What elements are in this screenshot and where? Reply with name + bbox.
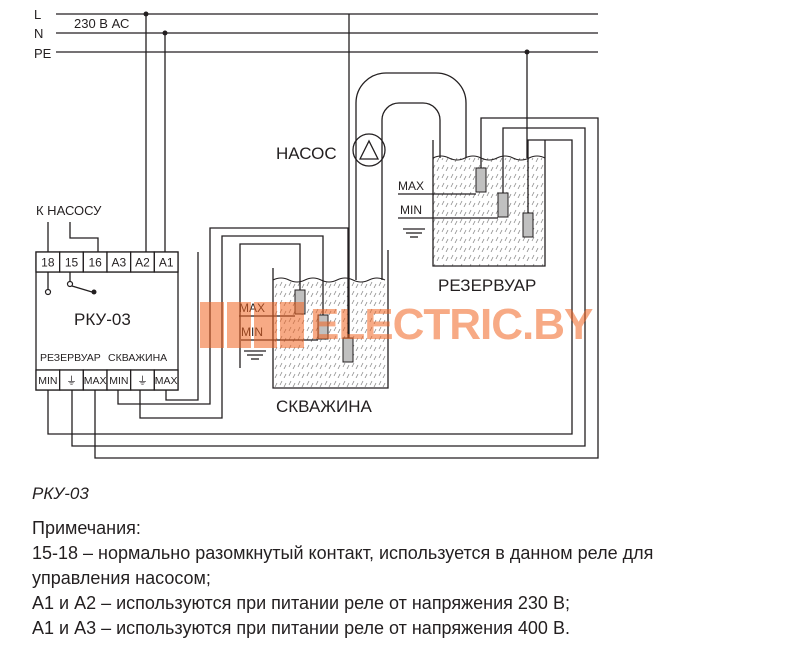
notes-title: Примечания:: [32, 518, 141, 538]
watermark-text: ELECTRIC.BY: [310, 300, 593, 349]
relay-group-reservoir: РЕЗЕРВУАР: [40, 352, 101, 364]
relay-body: [35, 251, 179, 391]
relay-name: РКУ-03: [74, 310, 131, 329]
relay-terminal-bottom-0: MIN: [35, 369, 61, 391]
wiring-diagram: L N PE 230 В АС НАСОС MAX MIN: [34, 7, 599, 459]
contact-18-icon: [44, 288, 52, 296]
reservoir-common-probe: [522, 212, 534, 238]
pump-icon: [352, 133, 386, 167]
relay-terminal-top-label: А1: [159, 255, 174, 269]
wire-to-pump-15: [69, 222, 99, 252]
relay-terminal-top-5: А1: [153, 251, 179, 273]
notes-line: управления насосом;: [32, 568, 211, 588]
pump-arrow-icon: [358, 139, 380, 160]
line-pe-label: PE: [34, 46, 52, 61]
relay-terminal-bottom-2: MAX: [82, 369, 108, 391]
relay-terminal-bottom-1: ⏚: [59, 369, 84, 391]
relay-terminal-top-3: А3: [106, 251, 132, 273]
pipe-outer: [355, 72, 467, 300]
reservoir-ground-icon: [403, 228, 425, 238]
relay-switch-icon: [71, 285, 93, 293]
notes-line: А1 и А2 – используются при питании реле …: [32, 593, 570, 613]
well-label: СКВАЖИНА: [276, 397, 372, 416]
watermark: ELECTRIC.BY: [200, 296, 600, 354]
relay-terminal-top-1: 15: [59, 251, 84, 273]
relay-terminal-bottom-label: MAX: [155, 375, 178, 387]
voltage-label: 230 В АС: [74, 16, 129, 31]
relay-terminal-top-label: А2: [135, 255, 150, 269]
watermark-logo-icon: [200, 302, 304, 348]
relay-terminal-top-label: А3: [111, 255, 126, 269]
notes-block: Примечания: 15-18 – нормально разомкнуты…: [32, 516, 792, 641]
relay-terminal-bottom-label: MAX: [84, 375, 107, 387]
pipe-inner: [381, 102, 441, 290]
pump-label: НАСОС: [276, 144, 337, 163]
line-l-label: L: [34, 7, 41, 22]
reservoir-tank: [432, 140, 546, 267]
supply-lines: L N PE 230 В АС: [34, 7, 598, 61]
reservoir-min-probe: [497, 192, 509, 218]
contact-16-icon: [91, 289, 97, 295]
relay-terminal-bottom-label: ⏚: [66, 375, 77, 387]
wire-reservoir-max: [94, 117, 599, 459]
reservoir: MAX MIN РЕЗЕРВУАР: [398, 140, 546, 295]
notes-line: 15-18 – нормально разомкнутый контакт, и…: [32, 543, 654, 563]
wire-reservoir-common: [71, 127, 586, 447]
wire-reservoir-min: [47, 139, 573, 435]
wire-well-max-relay: [165, 252, 199, 401]
reservoir-label: РЕЗЕРВУАР: [438, 276, 536, 295]
reservoir-max-probe: [475, 167, 487, 193]
relay-terminal-bottom-5: MAX: [153, 369, 179, 391]
well-surface: [272, 277, 386, 283]
relay-terminal-top-label: 15: [65, 255, 79, 269]
notes-line: А1 и А3 – используются при питании реле …: [32, 618, 570, 638]
pump-assembly: НАСОС: [276, 72, 467, 300]
reservoir-water: [433, 158, 545, 266]
relay-terminal-top-4: А2: [130, 251, 155, 273]
line-n-label: N: [34, 26, 43, 41]
relay-terminal-top-label: 16: [88, 255, 102, 269]
relay-terminal-bottom-label: MIN: [38, 375, 57, 387]
relay-terminal-bottom-4: ⏚: [130, 369, 155, 391]
reservoir-max-label: MAX: [398, 179, 424, 193]
figure-caption: РКУ-03: [32, 484, 89, 503]
relay-group-well: СКВАЖИНА: [108, 352, 167, 364]
relay-terminal-top-label: 18: [41, 255, 55, 269]
relay-terminal-top-0: 18: [35, 251, 61, 273]
relay-terminal-bottom-label: ⏚: [137, 375, 148, 387]
to-pump-label: К НАСОСУ: [36, 203, 102, 218]
relay-terminal-top-2: 16: [82, 251, 108, 273]
reservoir-min-label: MIN: [400, 203, 422, 217]
relay-terminal-bottom-3: MIN: [106, 369, 132, 391]
well-ground-icon: [244, 350, 266, 360]
contact-15-icon: [66, 280, 74, 288]
relay-terminal-bottom-label: MIN: [109, 375, 128, 387]
